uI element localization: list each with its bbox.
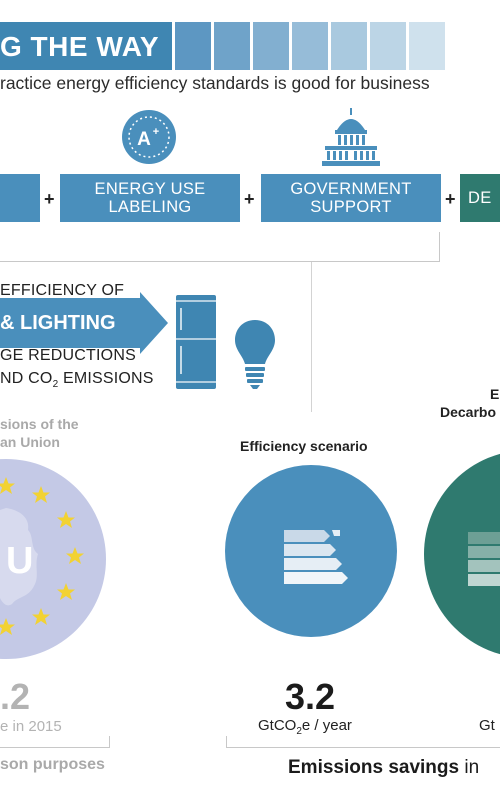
unit-prefix: GtCO <box>258 717 297 734</box>
vertical-divider <box>311 262 312 412</box>
efficiency-line-1: EFFICIENCY OF <box>0 282 125 299</box>
savings-bracket <box>226 736 500 748</box>
title-band <box>0 22 172 70</box>
policy-label-line1: DE <box>468 189 492 207</box>
efficiency-scenario-circle <box>225 465 397 637</box>
eu-unit: e in 2015 <box>0 718 62 735</box>
eu-footer: son purposes <box>0 756 105 773</box>
light-bulb-icon <box>235 320 275 389</box>
refrigerator-icon <box>176 295 216 389</box>
eu-circle-text: U <box>6 540 33 582</box>
efficiency-line-3-prefix: ND CO <box>0 370 53 387</box>
policy-label-line2: SUPPORT <box>310 198 392 216</box>
header-tile <box>214 22 250 70</box>
eu-value: .2 <box>0 676 31 717</box>
savings-footer: Emissions savings in <box>288 757 479 779</box>
efficiency-line-3-suffix: EMISSIONS <box>58 370 154 387</box>
efficiency-line-3: ND CO2 EMISSIONS <box>0 370 154 390</box>
header-tile <box>331 22 367 70</box>
svg-text:+: + <box>153 126 159 138</box>
grouping-bracket <box>0 232 440 262</box>
header-tile <box>253 22 289 70</box>
eu-bracket <box>0 736 110 748</box>
eu-label-line1: sions of the <box>0 416 79 432</box>
unit-sub: 2 <box>296 726 302 737</box>
policy-box-partial <box>0 174 40 222</box>
policy-label-line1: ENERGY USE <box>94 180 206 198</box>
efficiency-scenario-unit: GtCO2e / year <box>258 717 352 737</box>
header-tile <box>409 22 445 70</box>
savings-footer-rest: in <box>459 757 480 778</box>
eu-label-line2: an Union <box>0 434 60 450</box>
policy-label-line1: GOVERNMENT <box>290 180 412 198</box>
header-tile <box>175 22 211 70</box>
energy-rating-bars-icon <box>284 530 348 584</box>
decarb-label-line2: Decarbo <box>440 404 497 420</box>
arrow-head-icon <box>140 292 168 354</box>
plus-sign: + <box>244 189 255 209</box>
arrow-banner <box>0 298 140 348</box>
efficiency-scenario-value: 3.2 <box>285 676 336 717</box>
arrow-banner-text: & LIGHTING <box>0 312 116 334</box>
plus-sign: + <box>445 189 456 209</box>
eu-flag-circle-icon: U <box>0 459 106 659</box>
svg-text:A: A <box>137 129 151 150</box>
page-title: G THE WAY <box>0 31 160 62</box>
plus-sign: + <box>44 189 55 209</box>
efficiency-scenario-label: Efficiency scenario <box>240 438 368 454</box>
policy-box-partial-right: DE <box>460 174 500 222</box>
page-subtitle: ractice energy efficiency standards is g… <box>0 73 430 93</box>
decarb-label-line1: E <box>490 386 500 402</box>
header-tile <box>292 22 328 70</box>
efficiency-line-3-sub: 2 <box>52 379 59 391</box>
decarbonization-circle <box>424 453 500 655</box>
header-tile <box>370 22 406 70</box>
capitol-building-icon <box>322 108 380 166</box>
energy-rating-bars-icon <box>468 532 500 586</box>
efficiency-line-2: GE REDUCTIONS <box>0 347 136 364</box>
unit-suffix: e / year <box>301 717 352 734</box>
energy-label-badge-icon: A + <box>122 110 176 164</box>
decarb-unit: Gt <box>479 717 495 734</box>
savings-footer-bold: Emissions savings <box>288 757 460 778</box>
policy-label-line2: LABELING <box>108 198 192 216</box>
